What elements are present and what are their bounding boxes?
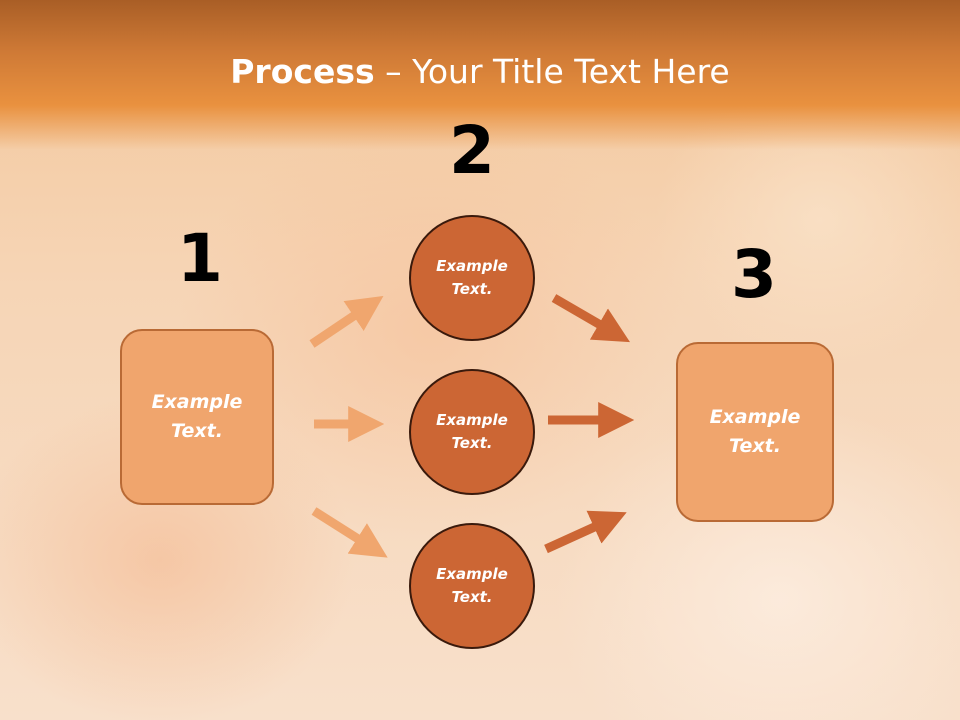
step-2-number: 2 [449, 112, 495, 189]
arrow-2c-to-3 [544, 510, 627, 554]
circle-1-text-line-1: Example [436, 257, 508, 275]
step-1-text-line-1: Example [151, 391, 243, 413]
slide-title: Process – Your Title Text Here [0, 52, 960, 91]
step-2-circle-2: Example Text. [409, 369, 535, 495]
title-rest: – Your Title Text Here [374, 52, 730, 91]
step-1-text-line-2: Text. [171, 420, 223, 442]
circle-2-text-line-1: Example [436, 411, 508, 429]
step-1-number: 1 [177, 220, 223, 297]
step-1-box: Example Text. [120, 329, 274, 505]
title-bold: Process [230, 52, 375, 91]
arrow-1-to-2c [311, 507, 388, 558]
circle-3-text-line-2: Text. [451, 588, 493, 606]
arrow-2a-to-3 [551, 294, 631, 343]
arrow-1-to-2a [309, 295, 384, 348]
circle-3-text-line-1: Example [436, 565, 508, 583]
title-banner [0, 0, 960, 150]
step-3-text-line-2: Text. [729, 435, 781, 457]
circle-1-text-line-2: Text. [451, 280, 493, 298]
circle-2-text-line-2: Text. [451, 434, 493, 452]
step-3-number: 3 [731, 236, 777, 313]
step-2-circle-3: Example Text. [409, 523, 535, 649]
step-2-circle-1: Example Text. [409, 215, 535, 341]
step-3-text-line-1: Example [709, 406, 801, 428]
step-3-box: Example Text. [676, 342, 834, 522]
